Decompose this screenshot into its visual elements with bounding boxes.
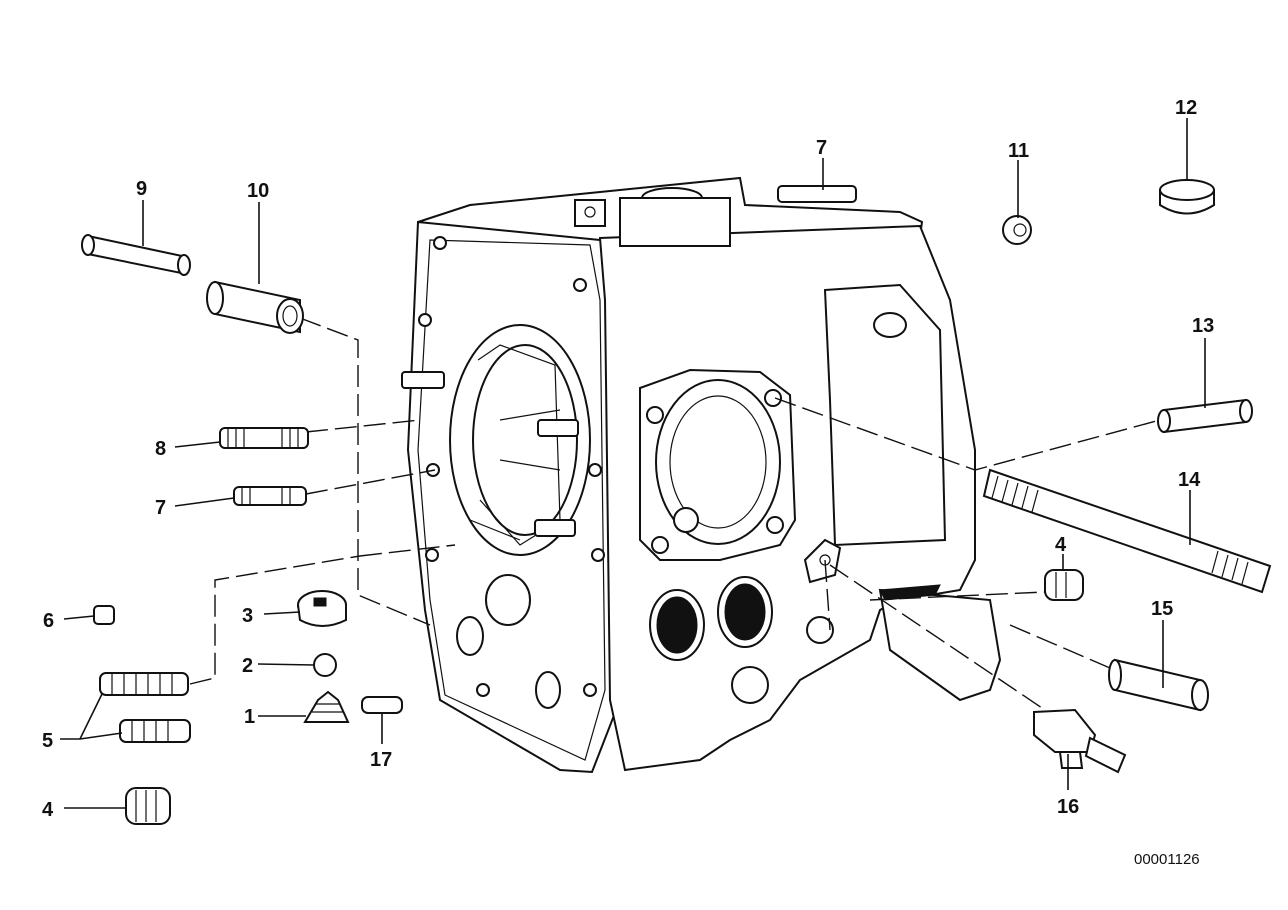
callout-9: 9 [136, 178, 147, 200]
callout-6: 6 [43, 610, 54, 632]
callout-13: 13 [1192, 315, 1214, 337]
part-8-stud [219, 427, 309, 449]
callout-3: 3 [242, 605, 253, 627]
callout-7-left: 7 [155, 497, 166, 519]
top-tab [574, 199, 606, 227]
callout-1: 1 [244, 706, 255, 728]
callout-4-right: 4 [1055, 534, 1067, 556]
callout-11: 11 [1008, 140, 1029, 162]
part-14-long-stud [982, 468, 1272, 594]
part-17-pin [361, 696, 403, 714]
diagram-id-label: 00001126 [1134, 851, 1200, 868]
front-port-bore [655, 379, 781, 545]
left-bore-inner [472, 344, 578, 536]
housing-flange [417, 236, 606, 761]
callout-15: 15 [1151, 598, 1173, 620]
part-9-pin [81, 234, 191, 276]
housing-studs [401, 185, 857, 537]
callout-labels: 1 2 3 4 4 5 6 7 7 8 9 10 11 12 13 14 15 … [42, 97, 1214, 821]
callout-14: 14 [1178, 469, 1201, 491]
part-16-sensor [829, 564, 1127, 774]
callout-8: 8 [155, 438, 166, 460]
side-window [823, 283, 947, 547]
part-1-spring-cap [303, 690, 350, 723]
part-3-nut [297, 590, 347, 627]
part-6-grub-screw [93, 605, 115, 625]
leader-lines [60, 118, 1206, 809]
callout-4-left: 4 [42, 799, 54, 821]
part-12-cap [1159, 179, 1215, 215]
callout-12: 12 [1175, 97, 1197, 119]
part-4-plug-left [125, 787, 171, 825]
part-11-bush [1002, 215, 1032, 245]
part-10-sleeve [206, 280, 304, 334]
part-13-dowel [1157, 398, 1253, 434]
top-boss-body [619, 197, 731, 247]
part-4-plug-right [1044, 569, 1084, 601]
callout-2: 2 [242, 655, 253, 677]
part-2-ball [313, 653, 337, 677]
front-face-details [639, 368, 842, 704]
part-5-studs [99, 672, 191, 743]
callout-7-top: 7 [816, 137, 827, 159]
callout-5: 5 [42, 730, 53, 752]
assembly-lines [189, 317, 1161, 685]
callout-10: 10 [247, 180, 269, 202]
housing-right-bracket [878, 588, 1002, 702]
part-15-dowel [1108, 658, 1209, 712]
part-7-stud-left [233, 486, 307, 506]
callout-16: 16 [1057, 796, 1079, 818]
callout-17: 17 [370, 749, 392, 771]
